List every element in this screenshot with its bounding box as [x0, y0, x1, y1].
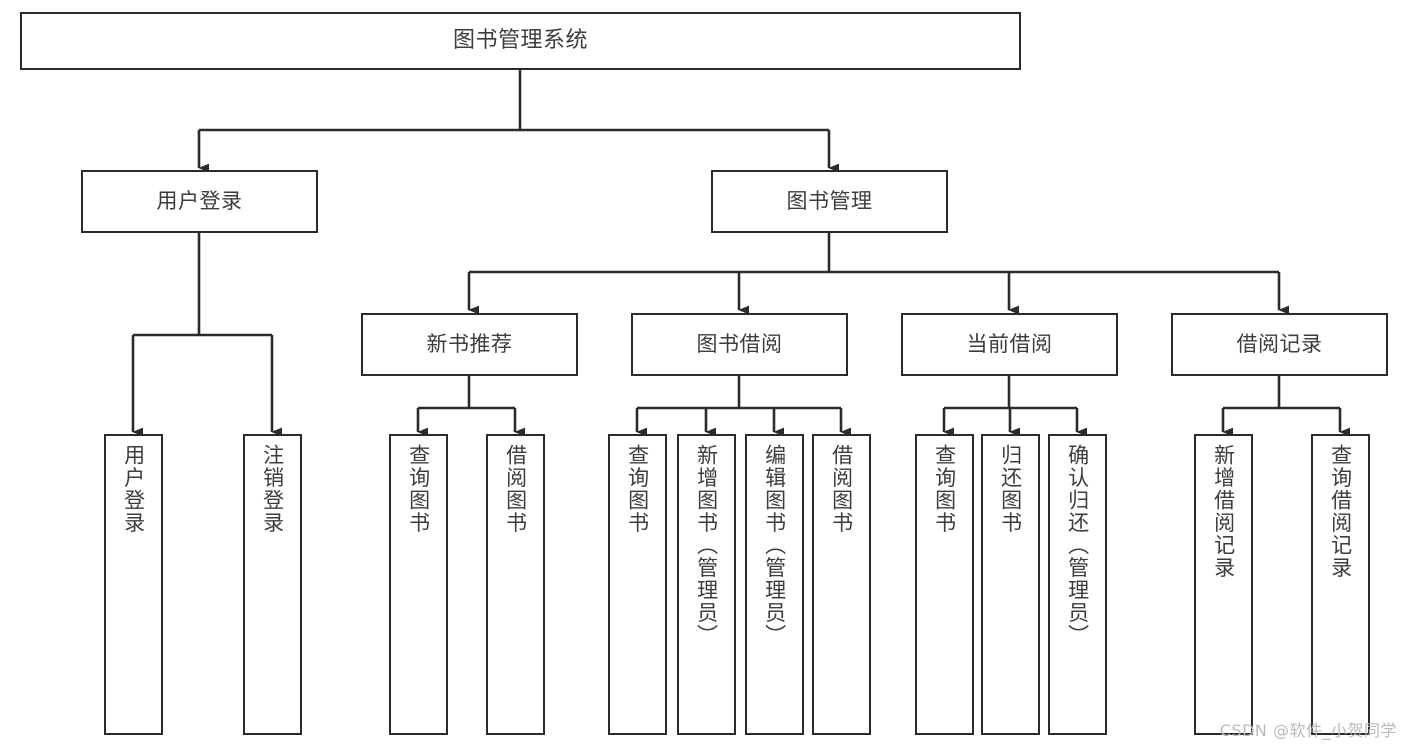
node-leaf-edit-book[interactable]: 编辑图书（管理员） — [745, 434, 804, 735]
node-label: 编辑图书（管理员） — [762, 444, 787, 647]
node-label: 查询图书 — [406, 444, 431, 534]
node-leaf-user-login[interactable]: 用户登录 — [104, 434, 163, 735]
node-label: 确认归还（管理员） — [1065, 444, 1090, 647]
node-leaf-add-record[interactable]: 新增借阅记录 — [1194, 434, 1253, 735]
node-label: 图书借阅 — [696, 331, 783, 356]
node-leaf-user-logout[interactable]: 注销登录 — [243, 434, 302, 735]
node-book-borrow[interactable]: 图书借阅 — [631, 313, 848, 376]
node-label: 图书管理系统 — [452, 27, 588, 53]
node-new-book-rec[interactable]: 新书推荐 — [361, 313, 578, 376]
node-label: 查询借阅记录 — [1328, 444, 1353, 579]
node-leaf-add-book[interactable]: 新增图书（管理员） — [677, 434, 736, 735]
node-label: 归还图书 — [998, 444, 1023, 534]
watermark: CSDN @软件_小贺同学 — [1219, 721, 1397, 740]
node-borrow-record[interactable]: 借阅记录 — [1171, 313, 1388, 376]
node-label: 注销登录 — [260, 444, 285, 534]
node-label: 借阅记录 — [1236, 331, 1323, 356]
node-current-borrow[interactable]: 当前借阅 — [901, 313, 1118, 376]
node-root-system[interactable]: 图书管理系统 — [20, 12, 1021, 70]
node-leaf-query-record[interactable]: 查询借阅记录 — [1311, 434, 1370, 735]
node-label: 借阅图书 — [829, 444, 854, 534]
node-label: 用户登录 — [121, 444, 146, 534]
node-label: 用户登录 — [156, 188, 243, 213]
node-label: 借阅图书 — [503, 444, 528, 534]
node-label: 查询图书 — [932, 444, 957, 534]
node-leaf-query-book-2[interactable]: 查询图书 — [608, 434, 667, 735]
node-label: 新书推荐 — [426, 331, 513, 356]
node-label: 查询图书 — [625, 444, 650, 534]
node-leaf-borrow-book-2[interactable]: 借阅图书 — [812, 434, 871, 735]
node-leaf-return-book[interactable]: 归还图书 — [981, 434, 1040, 735]
node-label: 图书管理 — [786, 188, 873, 213]
node-user-login[interactable]: 用户登录 — [81, 170, 318, 233]
node-leaf-confirm-return[interactable]: 确认归还（管理员） — [1048, 434, 1107, 735]
node-leaf-query-book-1[interactable]: 查询图书 — [389, 434, 448, 735]
node-label: 新增借阅记录 — [1211, 444, 1236, 579]
node-leaf-borrow-book-1[interactable]: 借阅图书 — [486, 434, 545, 735]
node-leaf-query-book-3[interactable]: 查询图书 — [915, 434, 974, 735]
node-label: 新增图书（管理员） — [694, 444, 719, 647]
node-book-manage[interactable]: 图书管理 — [711, 170, 948, 233]
node-label: 当前借阅 — [966, 331, 1053, 356]
